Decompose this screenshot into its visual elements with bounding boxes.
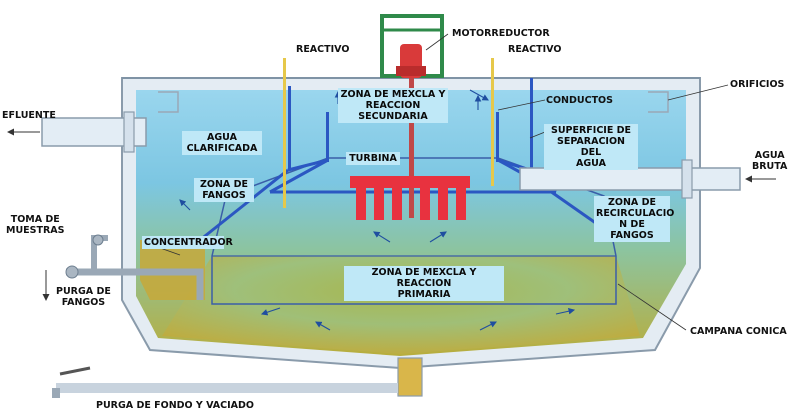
zone-primaria-line2: PRIMARIA — [397, 289, 451, 300]
turbina-disk — [350, 176, 470, 188]
zone-recirculacion: ZONA DE RECIRCULACIO N DE FANGOS — [594, 196, 675, 242]
secondary-left-wall — [326, 112, 329, 162]
label-conductos: CONDUCTOS — [546, 95, 613, 106]
leader-campana — [617, 283, 687, 331]
zone-secundaria: ZONA DE MEXCLA Y REACCION SECUNDARIA — [338, 88, 448, 123]
zone-fangos-line2: FANGOS — [202, 190, 246, 201]
agua-bruta-flange — [681, 159, 693, 199]
label-purga-line1: PURGA DE — [56, 286, 111, 297]
zone-agua-line1: AGUA — [207, 132, 237, 143]
turbina-blade — [420, 188, 430, 220]
label-reactivo-left: REACTIVO — [296, 44, 350, 55]
zone-secundaria-line2: REACCION — [365, 100, 421, 111]
turbina-blade — [456, 188, 466, 220]
right-baffle — [530, 78, 533, 170]
valve-icon — [65, 265, 79, 279]
zone-superficie: SUPERFICIE DE SEPARACION DEL AGUA — [544, 124, 638, 170]
agua-bruta-pipe — [519, 167, 741, 191]
label-orificios: ORIFICIOS — [730, 79, 785, 90]
turbina-blade — [438, 188, 448, 220]
label-agua-bruta-line2: BRUTA — [752, 161, 788, 172]
label-motorreductor: MOTORREDUCTOR — [452, 28, 550, 39]
zone-secundaria-line3: SECUNDARIA — [358, 111, 428, 122]
label-toma-line2: MUESTRAS — [6, 225, 65, 236]
outer-cone-left — [199, 168, 289, 242]
zone-concentrador: CONCENTRADOR — [142, 236, 233, 249]
zone-recirc-line1: ZONA DE — [608, 197, 656, 208]
zone-agua-clarificada: AGUA CLARIFICADA — [182, 131, 262, 155]
label-toma-muestras: TOMA DE MUESTRAS — [6, 214, 65, 236]
zone-primaria-line1: ZONA DE MEXCLA Y REACCION — [371, 267, 477, 289]
zone-turbina: TURBINA — [346, 152, 400, 165]
label-efluente: EFLUENTE — [2, 110, 56, 121]
orificio-left — [158, 91, 179, 113]
zone-superficie-line3: AGUA — [576, 158, 606, 169]
label-purga-line2: FANGOS — [61, 297, 106, 308]
zone-agua-line2: CLARIFICADA — [186, 143, 258, 154]
purga-fondo-sump — [397, 357, 423, 397]
turbine-shaft — [409, 78, 414, 218]
turbina-blade — [374, 188, 384, 220]
orificio-right — [648, 91, 669, 113]
zone-superficie-line2: SEPARACION DEL — [557, 136, 625, 158]
zone-superficie-line1: SUPERFICIE DE — [550, 125, 632, 136]
zone-primaria: ZONA DE MEXCLA Y REACCION PRIMARIA — [344, 266, 504, 301]
label-agua-bruta-line1: AGUA — [754, 150, 785, 161]
zone-secundaria-line1: ZONA DE MEXCLA Y — [340, 89, 446, 100]
sludge-zone — [162, 256, 640, 354]
zone-recirc-line2: RECIRCULACIO — [596, 208, 675, 219]
reactivo-pipe-left — [283, 58, 286, 208]
leader-orificios — [667, 84, 729, 101]
left-baffle — [288, 86, 291, 170]
label-reactivo-right: REACTIVO — [508, 44, 562, 55]
reactivo-pipe-right — [491, 58, 494, 186]
zone-recirc-line3: N DE FANGOS — [610, 219, 654, 241]
turbina-blade — [392, 188, 402, 220]
zone-fangos-line1: ZONA DE — [200, 179, 248, 190]
secondary-right-wall — [496, 112, 499, 162]
label-agua-bruta: AGUA BRUTA — [752, 150, 787, 172]
valve-icon — [92, 234, 104, 246]
leader-conductos — [497, 99, 546, 111]
label-purga-fondo: PURGA DE FONDO Y VACIADO — [96, 400, 254, 411]
label-campana-conica: CAMPANA CONICA — [690, 326, 787, 337]
toma-muestras-pipe — [66, 268, 204, 300]
efluente-flange — [123, 111, 135, 153]
turbina-blade — [356, 188, 366, 220]
label-purga-fangos: PURGA DE FANGOS — [56, 286, 111, 308]
zone-fangos: ZONA DE FANGOS — [194, 178, 254, 202]
leader-motor — [425, 33, 449, 51]
label-toma-line1: TOMA DE — [10, 214, 60, 225]
